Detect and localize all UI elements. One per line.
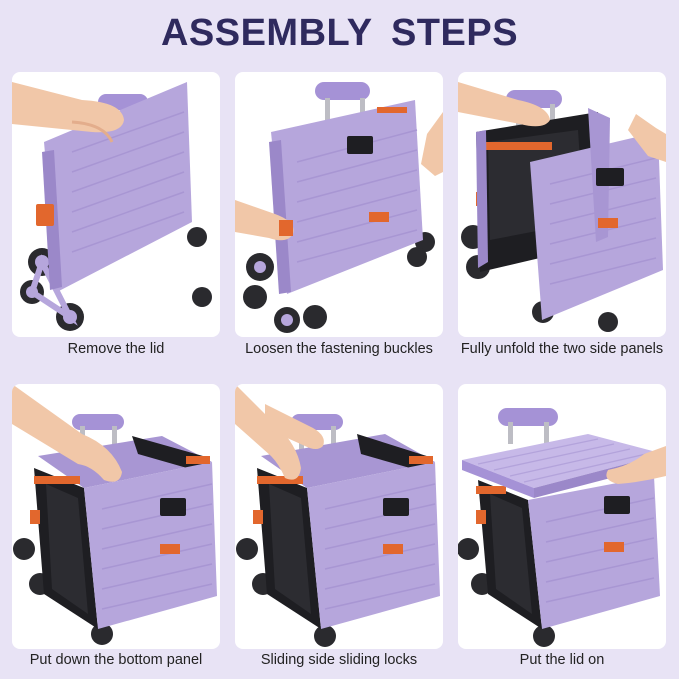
cart-bottom-panel-icon: [12, 384, 217, 645]
step-4-caption: Put down the bottom panel: [29, 652, 203, 668]
step-6-image: [458, 384, 666, 649]
step-6-caption: Put the lid on: [519, 652, 605, 668]
step-2-caption: Loosen the fastening buckles: [245, 341, 433, 357]
step-5-image: [235, 384, 443, 649]
step-1-image: [12, 72, 220, 337]
cart-buckle-icon: [235, 82, 443, 333]
step-2-image: [235, 72, 443, 337]
step-5-caption: Sliding side sliding locks: [260, 652, 418, 668]
cart-folded-lid-icon: [12, 82, 212, 331]
step-1-caption: Remove the lid: [67, 341, 165, 357]
cart-lid-on-icon: [458, 408, 666, 647]
step-3-caption: Fully unfold the two side panels: [460, 341, 664, 357]
page-title: ASSEMBLY STEPS: [160, 12, 519, 54]
step-3-image: [458, 72, 666, 337]
cart-slide-lock-icon: [235, 384, 440, 647]
step-4-image: [12, 384, 220, 649]
cart-unfold-icon: [458, 82, 666, 332]
